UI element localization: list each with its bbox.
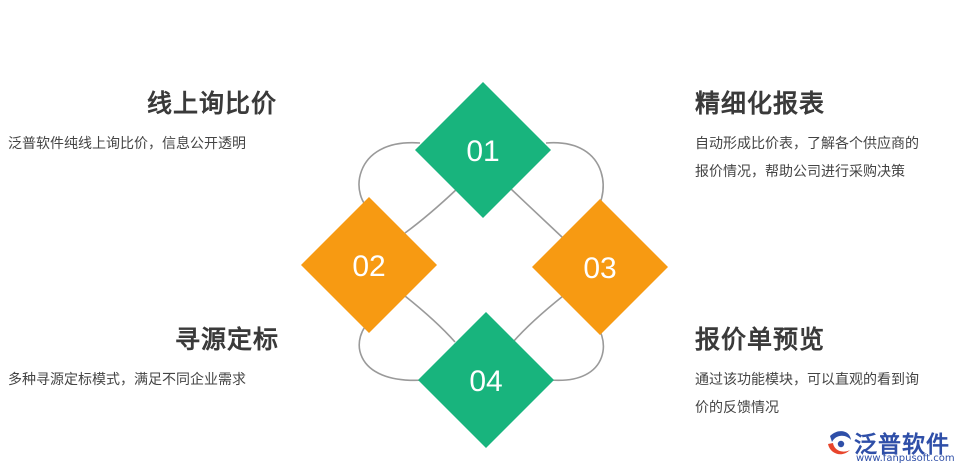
item-03-title: 精细化报表	[695, 89, 826, 118]
logo-name: 泛普软件	[854, 432, 950, 458]
item-01-desc-line: 泛普软件纯线上询比价，信息公开透明	[8, 136, 246, 152]
diamond-02: 02	[301, 197, 437, 333]
diamond-04-number: 04	[469, 365, 502, 398]
item-03-description: 自动形成比价表，了解各个供应商的 报价情况，帮助公司进行采购决策	[695, 130, 919, 186]
inner-01-03	[509, 187, 564, 239]
diamond-01-shape	[415, 82, 551, 218]
diamond-03-number: 03	[583, 252, 616, 285]
diamond-02-number: 02	[352, 250, 385, 283]
item-02-desc-line: 多种寻源定标模式，满足不同企业需求	[8, 372, 246, 388]
item-04-description: 通过该功能模块，可以直观的看到询 价的反馈情况	[695, 366, 919, 422]
fanpu-logo-icon	[828, 431, 851, 455]
inner-03-04	[512, 295, 564, 343]
diamond-02-shape	[301, 197, 437, 333]
diamond-01-number: 01	[466, 135, 499, 168]
item-01-description: 泛普软件纯线上询比价，信息公开透明	[8, 130, 246, 158]
diamond-03-shape	[532, 199, 668, 335]
inner-02-04	[404, 295, 456, 343]
item-04-title: 报价单预览	[695, 325, 826, 354]
diamond-04-shape	[418, 312, 554, 448]
inner-01-02	[404, 187, 459, 234]
fanpu-logo: 泛普软件 www.fanpusoft.com	[822, 424, 955, 468]
item-04-desc-line-1: 通过该功能模块，可以直观的看到询	[695, 372, 919, 388]
item-02-description: 多种寻源定标模式，满足不同企业需求	[8, 366, 246, 394]
item-02-title: 寻源定标	[175, 325, 280, 354]
item-03-desc-line-1: 自动形成比价表，了解各个供应商的	[695, 136, 919, 152]
diamond-04: 04	[418, 312, 554, 448]
logo-url: www.fanpusoft.com	[856, 453, 955, 464]
diamond-01: 01	[415, 82, 551, 218]
item-01-title: 线上询比价	[147, 89, 278, 118]
diamond-03: 03	[532, 199, 668, 335]
item-03-desc-line-2: 报价情况，帮助公司进行采购决策	[695, 164, 905, 180]
item-04-desc-line-2: 价的反馈情况	[695, 400, 779, 416]
